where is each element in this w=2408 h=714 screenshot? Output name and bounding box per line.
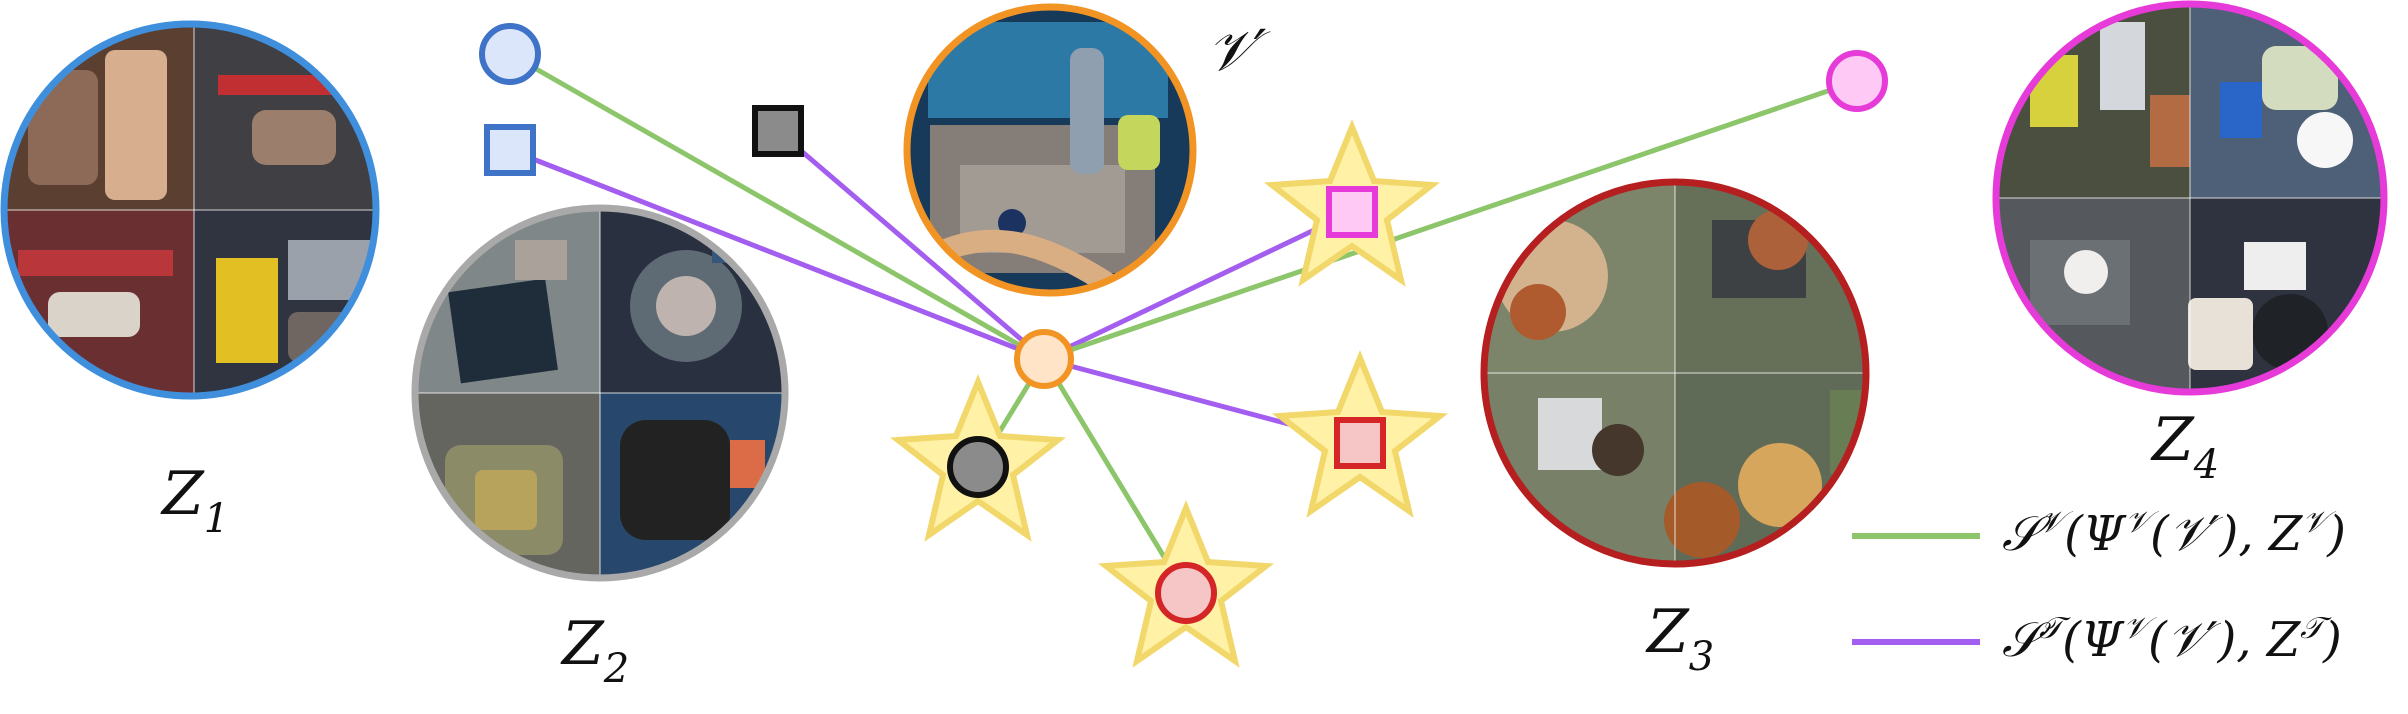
red-square-node (1334, 417, 1386, 469)
cluster-z4 (1992, 0, 2388, 396)
edge-center-black-square (776, 129, 1046, 361)
label-z2: Z2 (560, 609, 629, 692)
edge-center-magenta-circle (1043, 78, 1858, 362)
legend-green-text: 𝒮𝒱(Ψ𝒱(𝒱′), Z𝒱) (2002, 505, 2346, 562)
label-z3: Z3 (1645, 597, 1714, 680)
edge-center-magenta-square (1042, 209, 1354, 362)
red-circle-node (1155, 562, 1217, 624)
cluster-z2 (411, 204, 789, 582)
blue-square-node (484, 124, 536, 176)
magenta-square-node (1326, 186, 1378, 238)
edge-center-blue-square (509, 147, 1045, 362)
legend-purple-text: 𝒮𝒯(Ψ𝒱(𝒱′), Z𝒯) (2002, 611, 2342, 668)
magenta-circle-node (1826, 50, 1888, 112)
cluster-z1 (0, 20, 380, 400)
query-video-frame-icon (907, 7, 1193, 293)
cluster-z3 (1480, 178, 1870, 568)
query-video (903, 3, 1197, 297)
label-z1: Z1 (160, 459, 229, 542)
label-v-prime: 𝒱′ (1207, 19, 1271, 84)
black-circle-node (947, 436, 1009, 498)
node-layer (479, 23, 1888, 624)
edge-center-red-circle (1041, 357, 1189, 595)
legend: 𝒮𝒱(Ψ𝒱(𝒱′), Z𝒱) 𝒮𝒯(Ψ𝒱(𝒱′), Z𝒯) (1852, 505, 2346, 668)
labels: 𝒱′ Z1 Z2 Z3 Z4 (160, 19, 2219, 692)
edge-center-blue-circle (508, 51, 1046, 362)
center-node (1014, 329, 1074, 389)
label-z4: Z4 (2150, 405, 2219, 488)
blue-circle-node (479, 23, 541, 85)
black-square-node (752, 105, 804, 157)
